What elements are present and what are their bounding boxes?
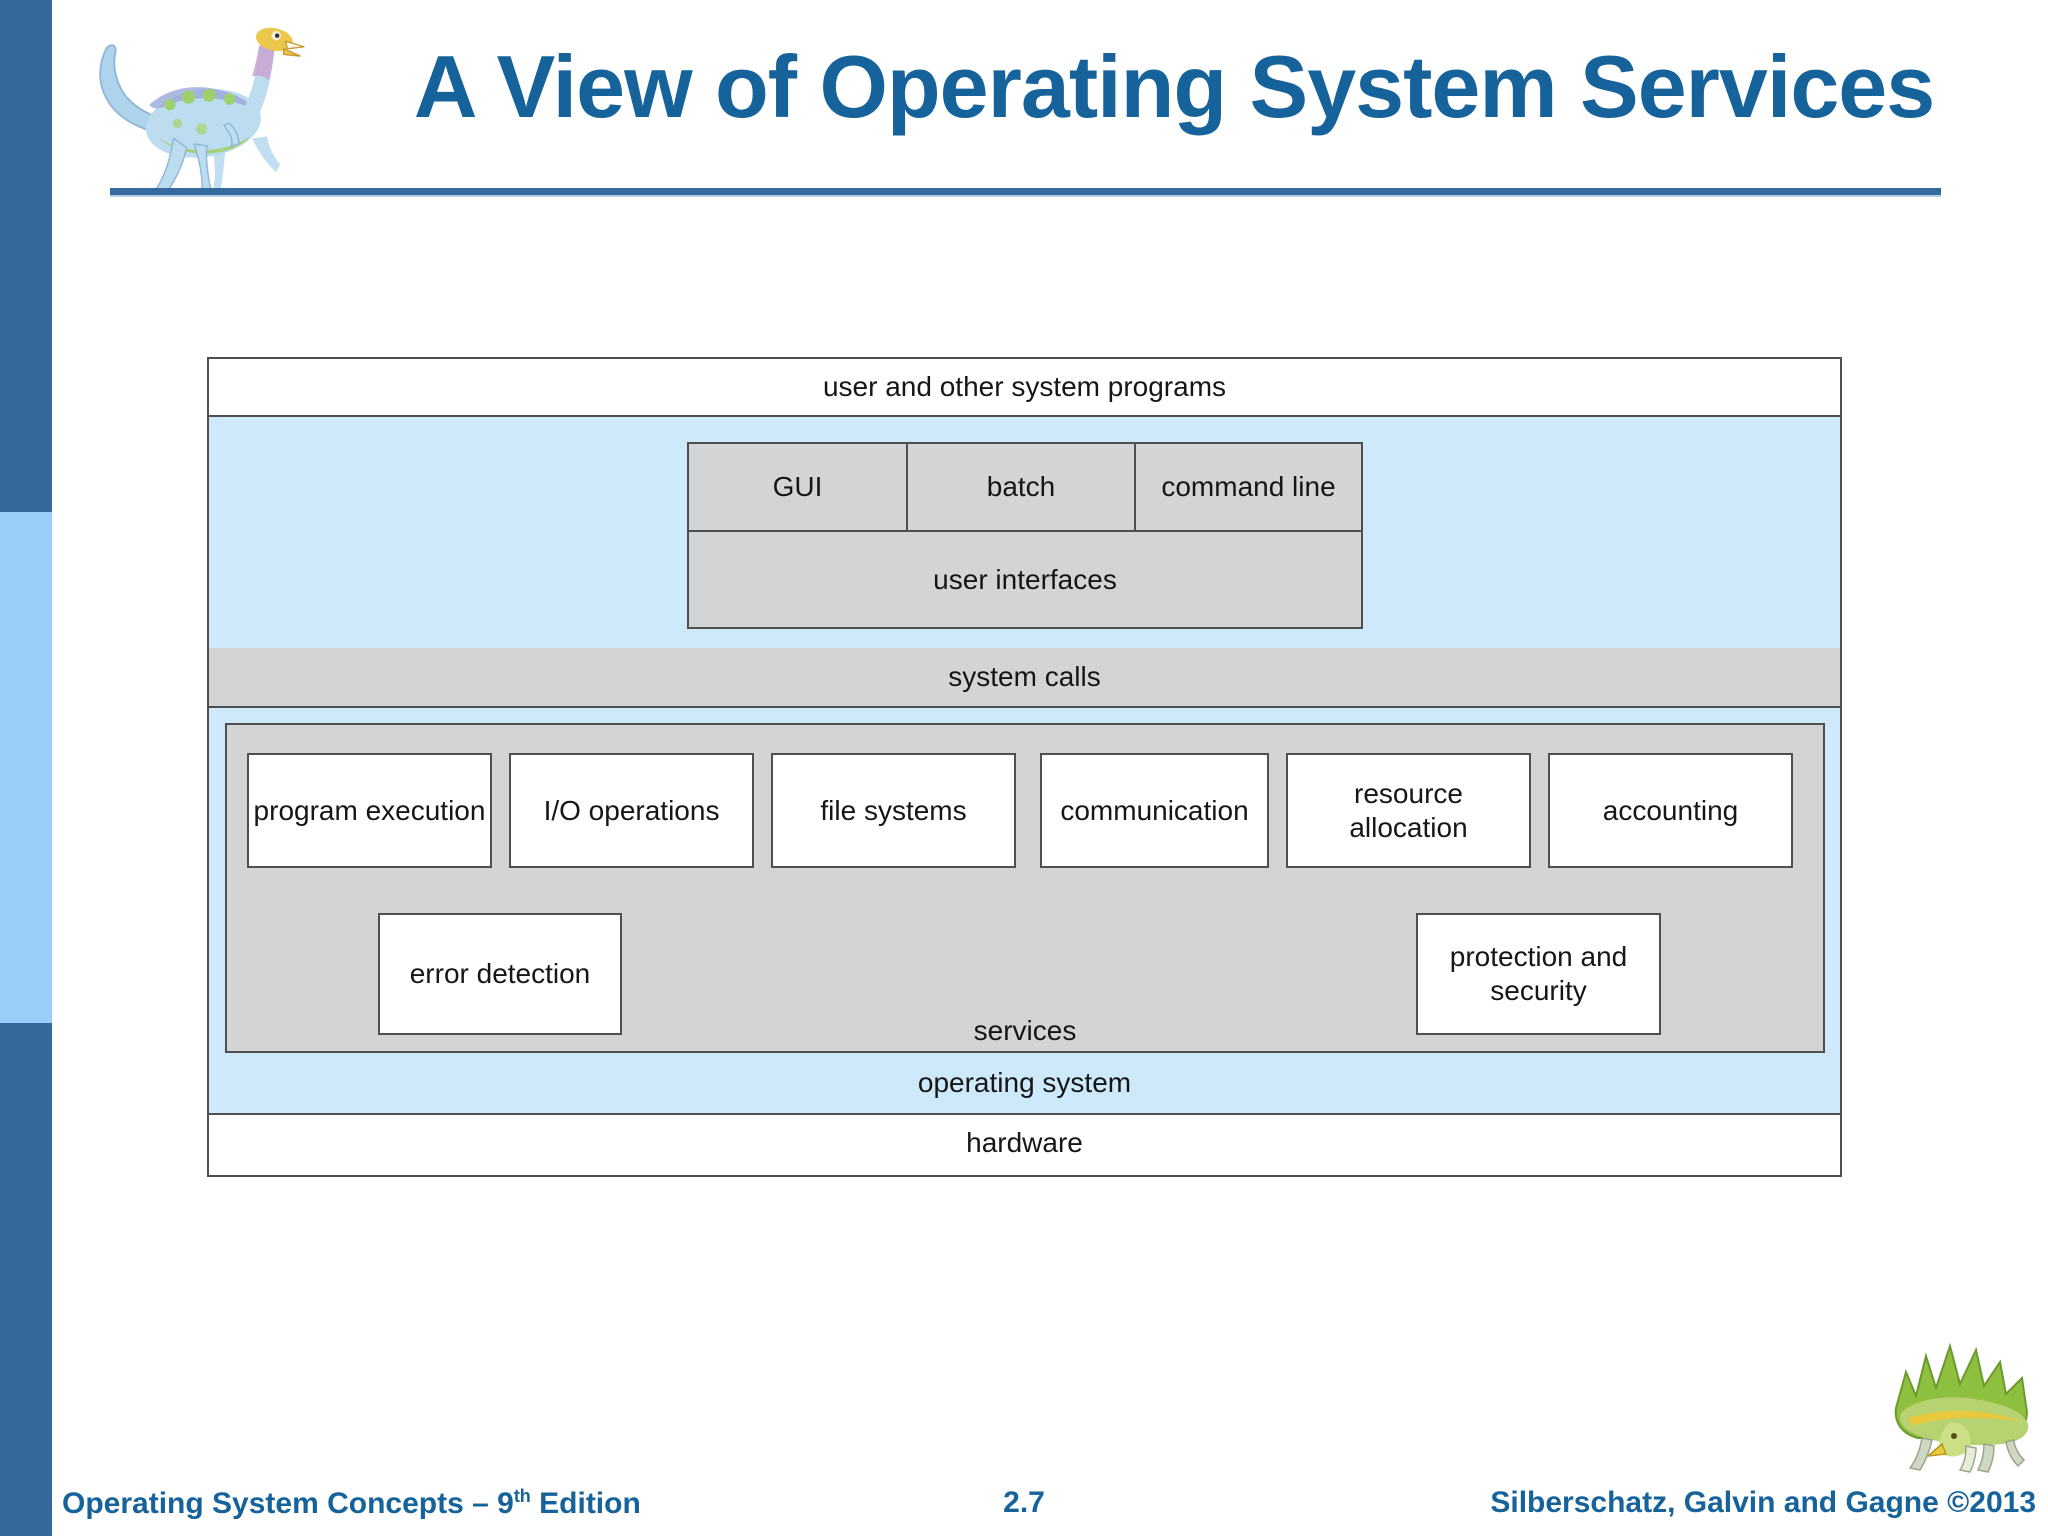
os-services-diagram: user and other system programs GUI batch… <box>207 357 1842 1177</box>
service-box-program-execution: program execution <box>247 753 492 868</box>
system-calls-label: system calls <box>948 661 1101 692</box>
service-box-communication: communication <box>1040 753 1269 868</box>
user-interfaces-table: GUI batch command line user interfaces <box>687 442 1363 629</box>
page-title: A View of Operating System Services <box>413 37 1935 136</box>
user-programs-band: user and other system programs <box>209 359 1840 417</box>
ui-cell-batch: batch <box>908 444 1136 530</box>
left-bar-middle-segment <box>0 512 52 1023</box>
ui-types-row: GUI batch command line <box>689 444 1361 532</box>
user-programs-label: user and other system programs <box>822 371 1227 402</box>
service-box-error-detection: error detection <box>378 913 622 1035</box>
user-interface-layer: GUI batch command line user interfaces <box>209 417 1840 648</box>
left-bar-top-segment <box>0 0 52 512</box>
service-box-io-operations: I/O operations <box>509 753 754 868</box>
footer-edition-rest: Edition <box>530 1487 641 1520</box>
footer-edition-sup: th <box>513 1486 531 1506</box>
hardware-label: hardware <box>966 1127 1083 1158</box>
dinosaur-logo-icon <box>99 27 305 196</box>
service-box-resource-allocation: resource allocation <box>1286 753 1531 868</box>
services-container: program execution I/O operations file sy… <box>225 723 1825 1053</box>
service-box-file-systems: file systems <box>771 753 1016 868</box>
system-calls-band: system calls <box>209 648 1840 708</box>
left-edge-bars <box>0 0 52 1536</box>
hardware-band: hardware <box>209 1113 1840 1171</box>
dinosaur-footer-icon <box>1894 1342 2029 1473</box>
footer-book-title: Operating System Concepts – 9th Edition <box>62 1486 641 1521</box>
ui-cell-user-interfaces: user interfaces <box>933 563 1117 595</box>
service-box-accounting: accounting <box>1548 753 1793 868</box>
ui-cell-command-line: command line <box>1161 471 1336 502</box>
title-underline <box>110 188 1941 197</box>
service-box-protection-security: protection and security <box>1416 913 1661 1035</box>
footer-authors: Silberschatz, Galvin and Gagne ©2013 <box>1490 1486 2036 1519</box>
slide-number: 2.7 <box>1003 1486 1045 1519</box>
footer-book-prefix: Operating System Concepts – 9 <box>62 1487 514 1520</box>
services-label: services <box>973 1015 1077 1046</box>
operating-system-layer: program execution I/O operations file sy… <box>209 708 1840 1113</box>
operating-system-label: operating system <box>917 1067 1132 1098</box>
ui-cell-gui: GUI <box>689 444 908 530</box>
left-bar-bottom-segment <box>0 1023 52 1536</box>
